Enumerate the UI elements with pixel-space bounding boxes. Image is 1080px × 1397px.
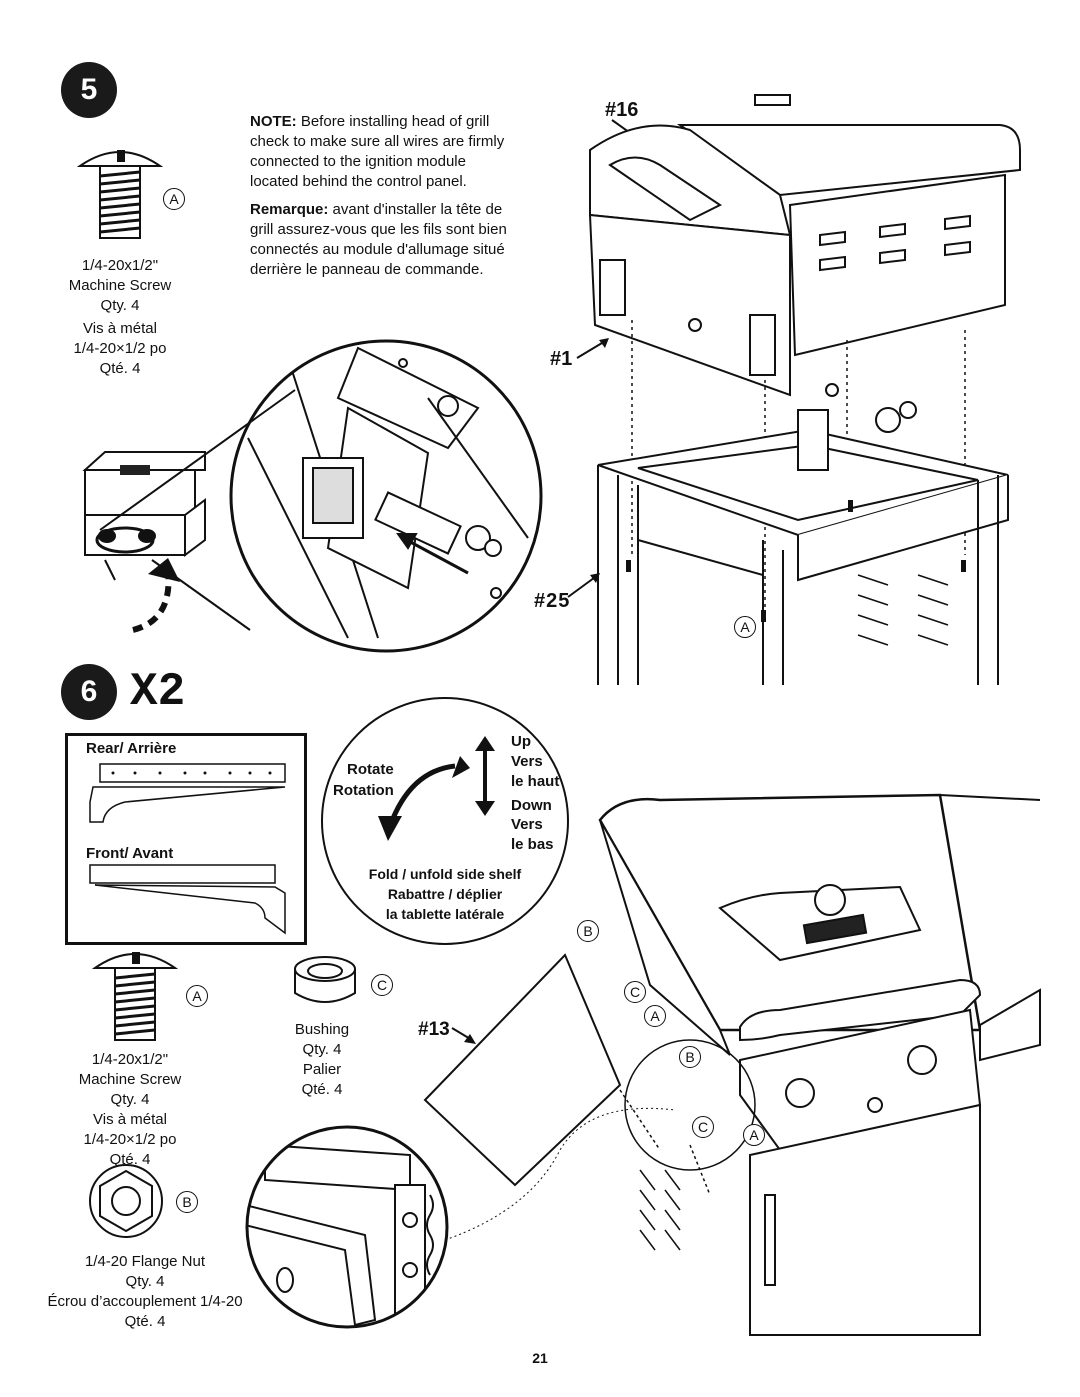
- bracket-detail-circle: [245, 1125, 449, 1329]
- up-fr-1: Vers: [511, 753, 543, 770]
- part-c-letter: C: [371, 974, 393, 996]
- front-label: Front/ Avant: [86, 845, 174, 862]
- note-french: Remarque: avant d'installer la tête de g…: [250, 201, 507, 278]
- diagram-letter-b-2: B: [679, 1046, 701, 1068]
- part-a-spec: 1/4-20x1/2" Machine Screw Qty. 4 Vis à m…: [68, 257, 172, 377]
- part-a-letter: A: [163, 188, 185, 210]
- rotate-fr: Rotation: [333, 782, 394, 799]
- diagram-letter-b-1: B: [577, 920, 599, 942]
- grill-cart-drawing: [597, 401, 1009, 685]
- rotation-diagram-circle: [321, 697, 569, 945]
- grill-thumbnail: [82, 451, 206, 581]
- bushing-icon: [294, 956, 356, 1003]
- part-a-letter-2: A: [186, 985, 208, 1007]
- callout-13-arrow: [451, 1027, 476, 1044]
- dashed-arrow-icon: [132, 558, 180, 633]
- note-english: NOTE: Before installing head of grill ch…: [250, 113, 505, 190]
- step-6-number: 6: [61, 664, 117, 720]
- callout-25-arrow: [567, 573, 600, 598]
- page-number: 21: [532, 1350, 548, 1366]
- part-a-spec-2: 1/4-20x1/2" Machine Screw Qty. 4 Vis à m…: [78, 1051, 182, 1168]
- step-5-number: 5: [61, 62, 117, 118]
- diagram-letter-c-2: C: [692, 1116, 714, 1138]
- rear-bracket-drawing: [89, 763, 286, 823]
- detail-dotted-connector: [444, 1107, 676, 1241]
- grill-head-drawing: [588, 94, 1021, 397]
- zoom-connector-lines: [99, 389, 296, 631]
- rear-label: Rear/ Arrière: [86, 740, 177, 757]
- part-b-spec: 1/4-20 Flange Nut Qty. 4 Écrou d’accoupl…: [47, 1253, 243, 1330]
- diagram-letter-a: A: [734, 616, 756, 638]
- rotate-en: Rotate: [347, 761, 394, 778]
- callout-16: #16: [605, 99, 639, 121]
- down-fr-1: Vers: [511, 816, 543, 833]
- diagram-letter-c-1: C: [624, 981, 646, 1003]
- down-en: Down: [511, 797, 552, 814]
- up-fr-2: le haut: [511, 773, 560, 790]
- part-b-letter: B: [176, 1191, 198, 1213]
- diagram-letter-a-1: A: [644, 1005, 666, 1027]
- front-bracket-drawing: [89, 864, 286, 935]
- callout-1: #1: [550, 348, 573, 370]
- flange-nut-icon: [89, 1164, 163, 1238]
- ignition-detail-circle: [229, 339, 543, 653]
- assembled-grill-drawing: [423, 793, 1041, 1336]
- machine-screw-icon: [76, 150, 164, 239]
- step-6-multiplier: X2: [130, 666, 186, 718]
- down-fr-2: le bas: [511, 836, 554, 853]
- callout-13: #13: [418, 1019, 450, 1040]
- callout-1-arrow: [576, 338, 609, 359]
- up-en: Up: [511, 733, 531, 750]
- machine-screw-icon-2: [91, 952, 179, 1041]
- shelf-bracket-box: [65, 733, 307, 945]
- callout-25: #25: [534, 590, 571, 612]
- diagram-letter-a-2: A: [743, 1124, 765, 1146]
- part-c-spec: Bushing Qty. 4 Palier Qté. 4: [294, 1021, 350, 1098]
- fold-instructions: Fold / unfold side shelf Rabattre / dépl…: [368, 866, 522, 922]
